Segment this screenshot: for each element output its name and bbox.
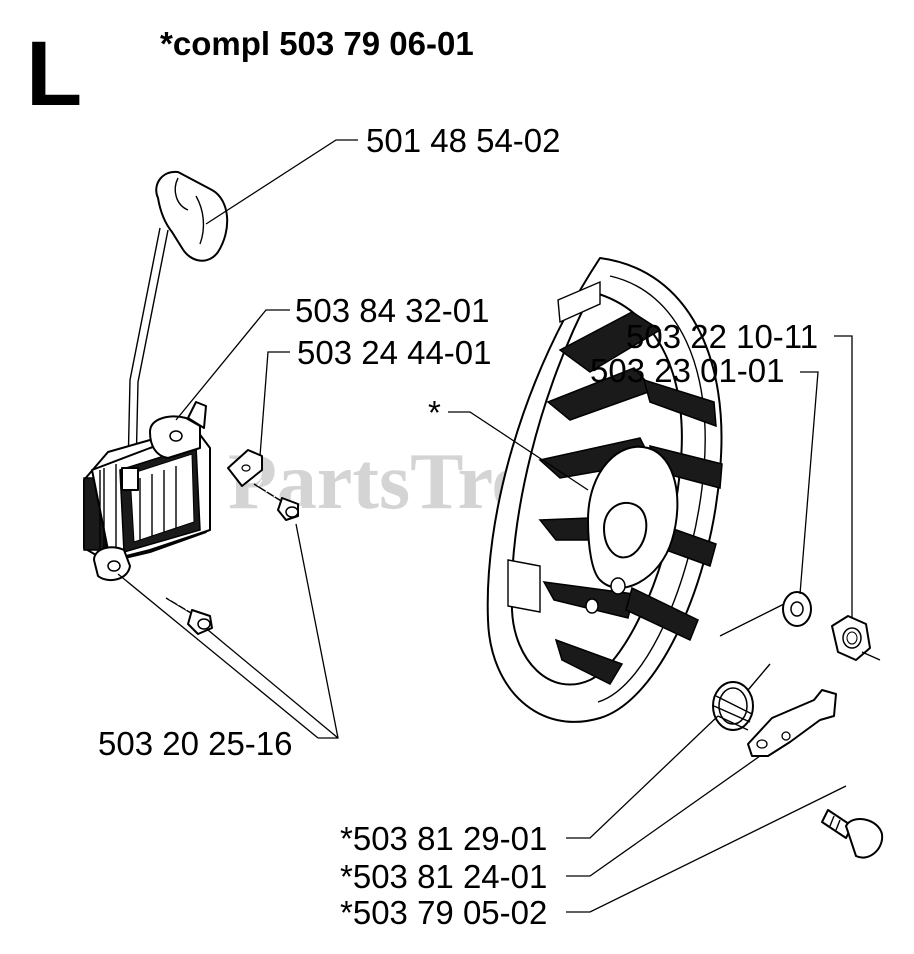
label-ignition-module: 503 84 32-01 bbox=[295, 292, 490, 329]
label-washer: 503 22 10-11 bbox=[626, 318, 818, 355]
pawl-drawing bbox=[747, 689, 837, 757]
leader-lines bbox=[117, 139, 881, 913]
label-ignition-cap: 501 48 54-02 bbox=[366, 122, 561, 159]
section-letter: L bbox=[26, 23, 82, 125]
label-terminal: 503 24 44-01 bbox=[297, 334, 492, 371]
label-pin: *503 79 05-02 bbox=[340, 894, 547, 931]
part-labels: 501 48 54-02 503 84 32-01 503 24 44-01 5… bbox=[98, 122, 818, 931]
label-screw: 503 20 25-16 bbox=[98, 725, 293, 762]
kit-note: *compl 503 79 06-01 bbox=[160, 25, 474, 62]
terminal-drawing bbox=[227, 449, 263, 487]
washer-drawing bbox=[782, 591, 812, 627]
spring-drawing bbox=[712, 663, 771, 731]
nut-drawing bbox=[831, 615, 871, 661]
screw-upper-drawing bbox=[253, 479, 299, 521]
label-spring: *503 81 29-01 bbox=[340, 820, 547, 857]
screw-lower-drawing bbox=[165, 593, 213, 635]
flywheel-drawing bbox=[486, 257, 723, 723]
ignition-module-drawing bbox=[83, 170, 229, 582]
label-pawl: *503 81 24-01 bbox=[340, 858, 547, 895]
label-flywheel-star: * bbox=[428, 394, 441, 431]
pin-drawing bbox=[821, 809, 884, 859]
label-nut: 503 23 01-01 bbox=[590, 352, 785, 389]
